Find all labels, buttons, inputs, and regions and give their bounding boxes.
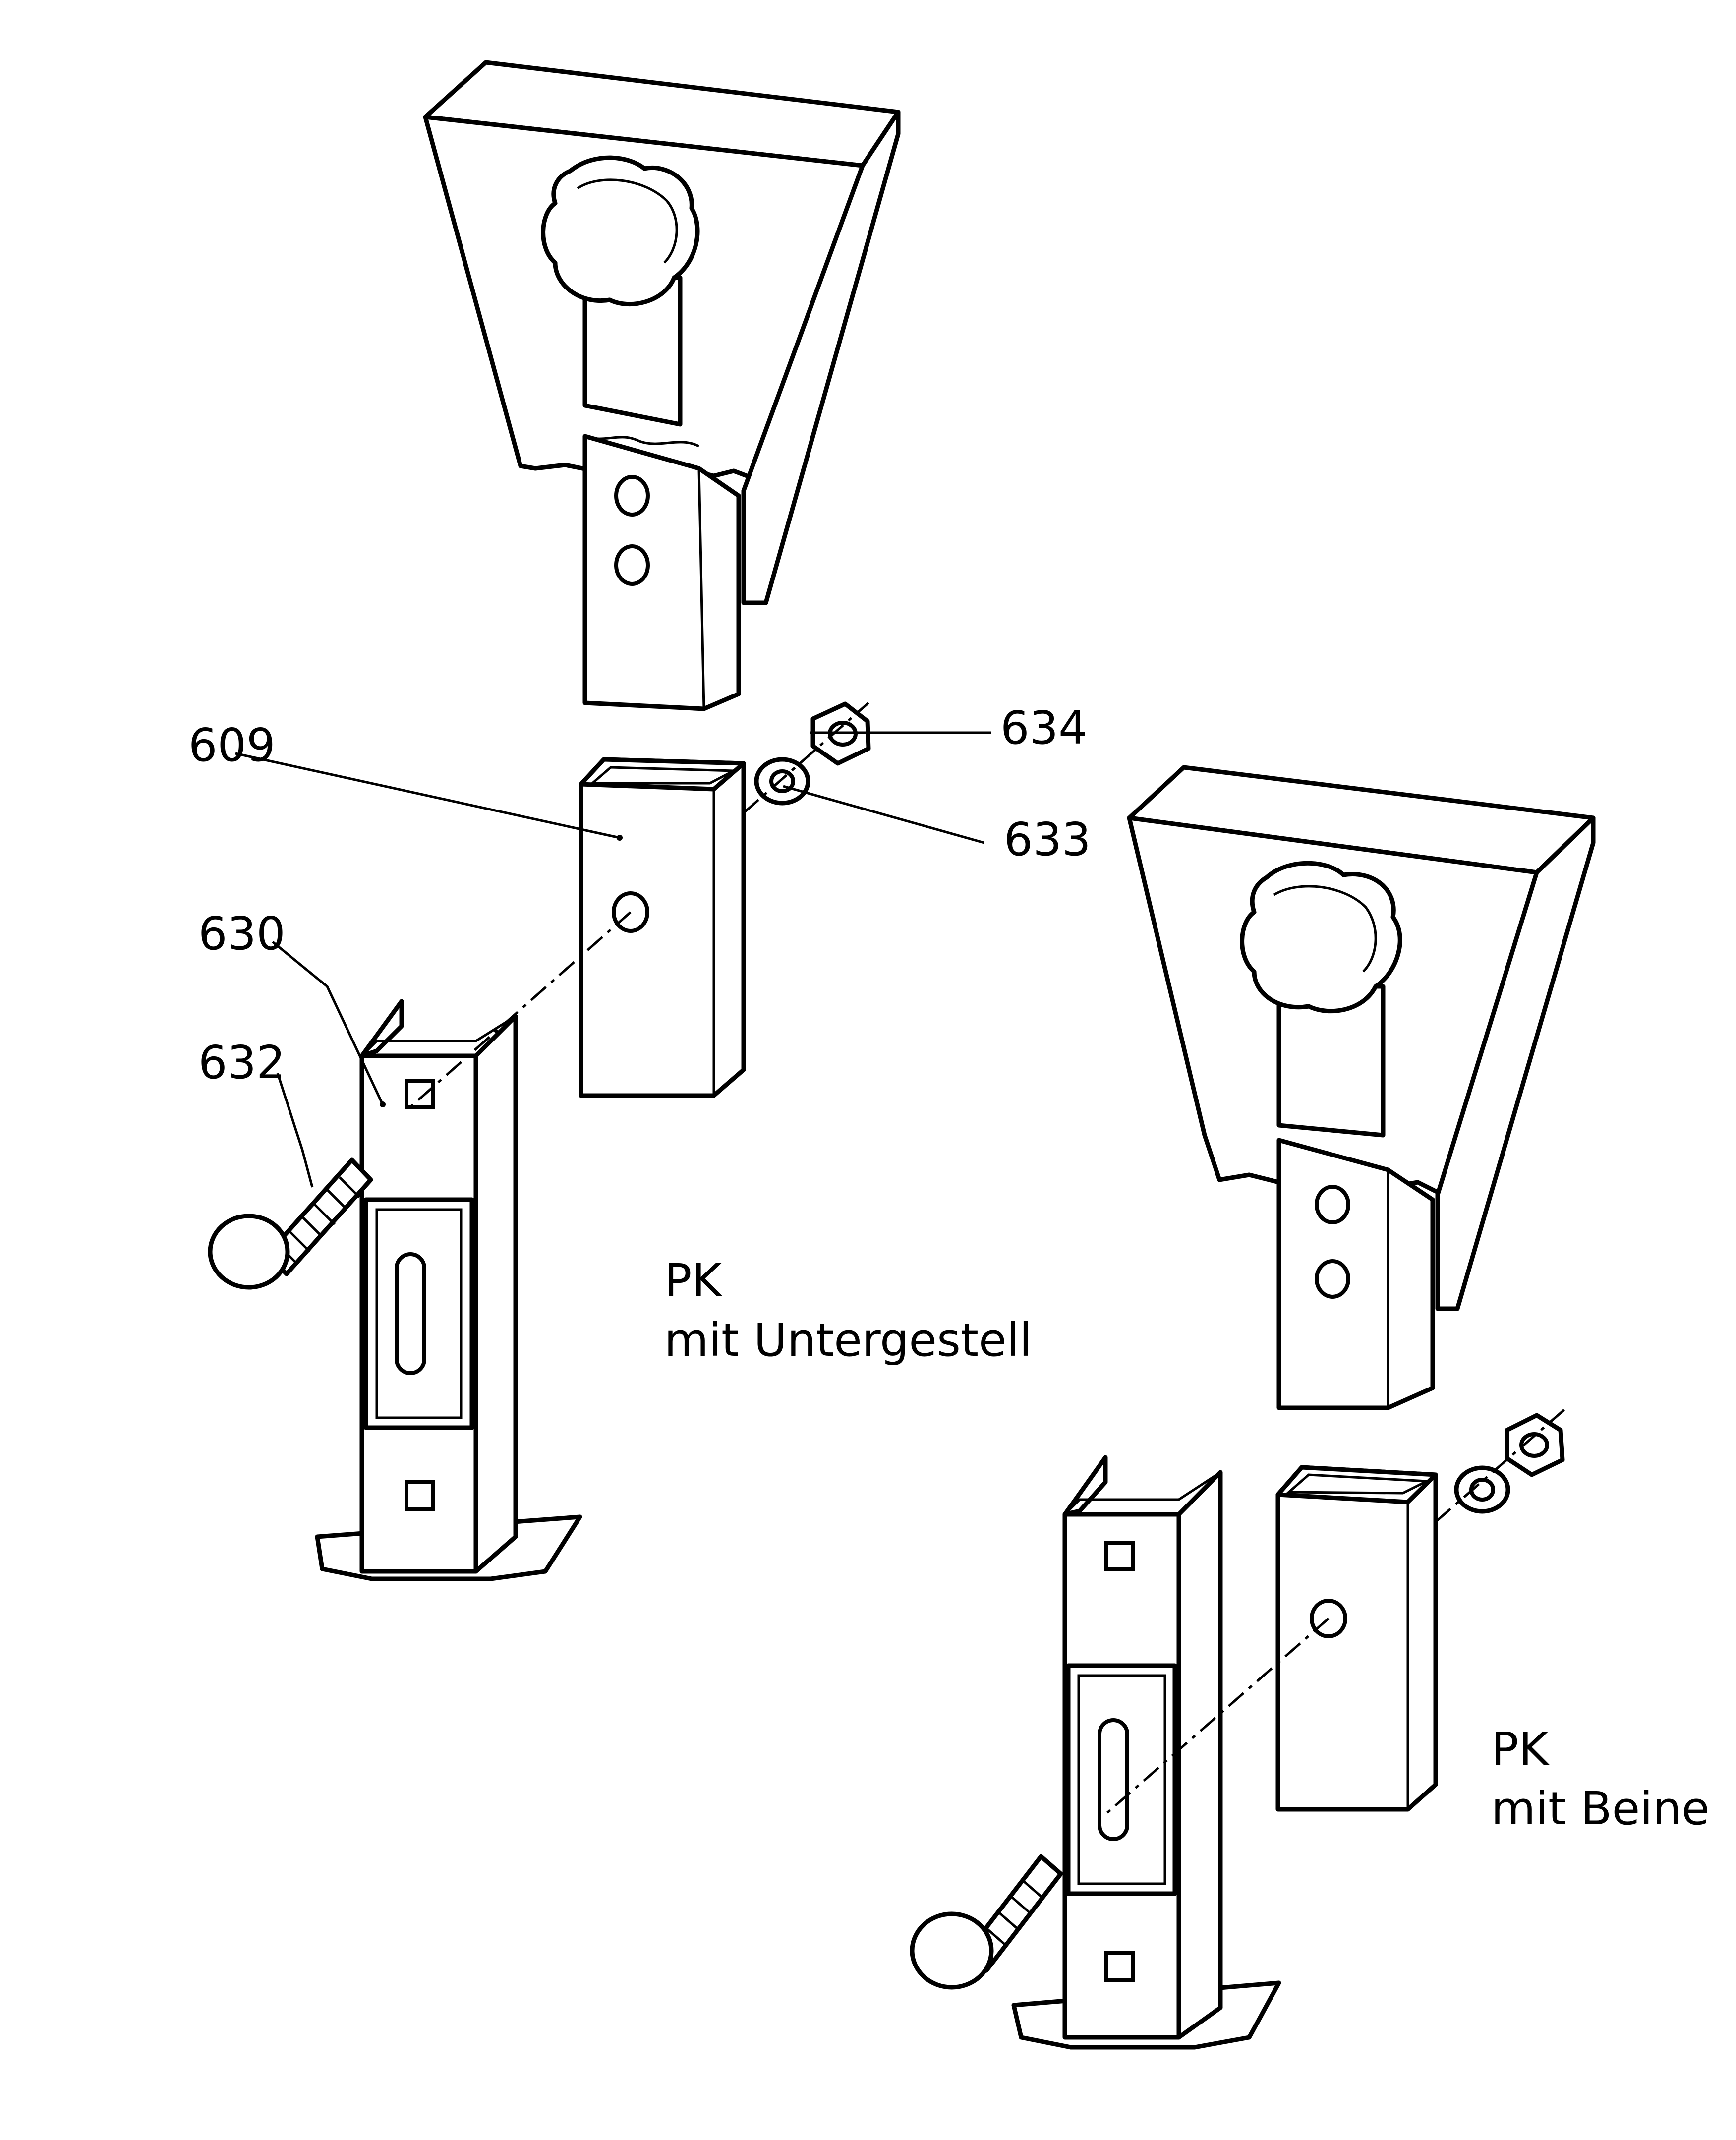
part-609-tube [579,757,746,1098]
caption-right-subtitle: mit Beine [1491,1782,1710,1835]
label-632: 632 [198,1036,286,1089]
left-assembly [208,60,901,1581]
part-630-leg [315,999,582,1581]
right-nut [1505,1413,1565,1477]
leader-633 [783,785,984,844]
part-632-bolt [208,1157,373,1290]
right-leg [1011,1455,1281,2050]
label-633: 633 [1004,813,1091,866]
right-washer [1454,1465,1510,1514]
leader-lines [235,731,991,1188]
left-hopper-body [423,60,901,711]
left-bolt-axis-upper [743,702,869,814]
left-bolt-axis-lower [405,911,632,1111]
right-hopper-body [1127,765,1596,1410]
label-634: 634 [1000,701,1088,754]
leader-632 [276,1073,314,1188]
leader-609 [235,752,620,839]
part-633-washer [754,757,810,806]
right-bolt-axis-lower [1104,1618,1330,1815]
label-630: 630 [198,907,286,960]
leader-630 [272,941,384,1105]
label-609: 609 [188,719,276,772]
caption-right-title: PK [1491,1723,1550,1776]
captions: PK mit Untergestell PK mit Beine [664,1254,1710,1835]
part-labels: 609 634 633 630 632 [188,701,1091,1089]
right-tube [1275,1465,1438,1812]
right-assembly [910,765,1596,2050]
caption-left-title: PK [664,1254,723,1307]
caption-left-subtitle: mit Untergestell [664,1314,1032,1367]
right-bolt-axis-upper [1435,1407,1567,1523]
right-bolt [910,1854,1063,1990]
